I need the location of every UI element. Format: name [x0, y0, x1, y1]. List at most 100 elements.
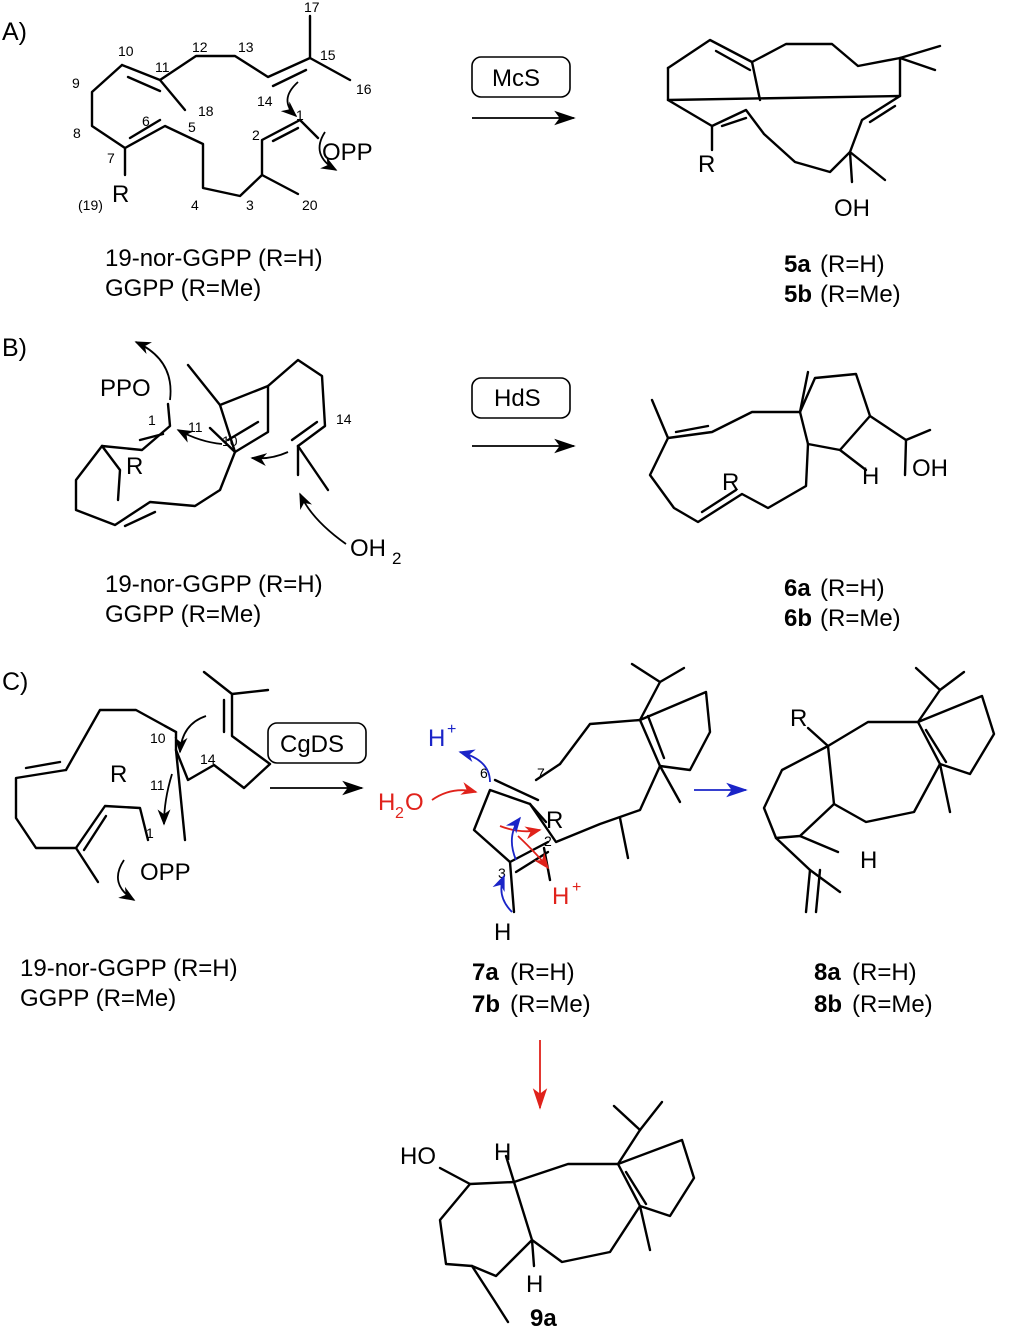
enzyme-label: HdS: [494, 385, 541, 412]
product-6: [648, 370, 932, 524]
hydroxyl: HO: [400, 1143, 436, 1170]
svg-text:H: H: [552, 883, 569, 910]
opp-leaving-group: OPP: [322, 139, 373, 166]
svg-text:(R=Me): (R=Me): [820, 281, 901, 308]
substrate-name: GGPP (R=Me): [105, 601, 261, 628]
substrate-name: 19-nor-GGPP (R=H): [105, 245, 323, 272]
r-group: R: [112, 181, 129, 208]
panel-a-label: A): [2, 18, 27, 46]
product-name: 8b (R=Me): [814, 991, 933, 1018]
svg-text:+: +: [447, 721, 456, 738]
intermediate-name: 7b (R=Me): [472, 991, 591, 1018]
svg-text:10: 10: [150, 730, 166, 746]
curved-arrow: [117, 859, 136, 901]
svg-text:+: +: [572, 879, 581, 896]
product-name: 8a (R=H): [814, 959, 917, 986]
svg-text:2: 2: [395, 805, 404, 822]
ggpp-substrate-c: [14, 670, 272, 884]
svg-text:(19): (19): [78, 197, 103, 213]
substrate-name: GGPP (R=Me): [20, 985, 176, 1012]
opp-leaving-group: OPP: [140, 859, 191, 886]
ggpp-substrate-b: [74, 358, 330, 528]
final-product-name: 9a: [530, 1305, 557, 1332]
proton-blue: H +: [428, 721, 456, 752]
svg-text:(R=Me): (R=Me): [510, 991, 591, 1018]
atom-numbers-c-intermediate: 6 7 2 3: [480, 765, 552, 881]
curved-arrow: [431, 782, 478, 801]
water-nucleophile: OH 2: [350, 535, 401, 568]
svg-text:11: 11: [188, 419, 203, 435]
svg-text:(R=H): (R=H): [510, 959, 575, 986]
product-name: 5b (R=Me): [784, 281, 901, 308]
svg-text:14: 14: [257, 93, 273, 109]
svg-text:11: 11: [155, 59, 170, 75]
product-name: 6a (R=H): [784, 575, 885, 602]
r-group: R: [722, 469, 739, 496]
curved-arrow: [505, 816, 521, 861]
svg-text:8: 8: [73, 125, 81, 141]
hydrogen: H: [494, 919, 511, 946]
svg-text:6: 6: [480, 765, 488, 781]
svg-text:H: H: [378, 789, 395, 816]
svg-text:8b: 8b: [814, 991, 842, 1018]
svg-text:1: 1: [148, 412, 156, 428]
curved-arrow: [517, 835, 549, 870]
svg-text:20: 20: [302, 197, 318, 213]
svg-text:2: 2: [252, 127, 260, 143]
svg-text:8a: 8a: [814, 959, 841, 986]
svg-text:7a: 7a: [472, 959, 499, 986]
svg-text:O: O: [405, 789, 424, 816]
substrate-name: GGPP (R=Me): [105, 275, 261, 302]
enzyme-box: [471, 56, 571, 98]
svg-text:7b: 7b: [472, 991, 500, 1018]
svg-text:3: 3: [246, 197, 254, 213]
intermediate-name: 7a (R=H): [472, 959, 575, 986]
hydrogen: H: [526, 1271, 543, 1298]
curved-arrow: [250, 451, 289, 467]
svg-text:6b: 6b: [784, 605, 812, 632]
svg-text:5a: 5a: [784, 251, 811, 278]
svg-text:H: H: [428, 725, 445, 752]
svg-text:(R=H): (R=H): [820, 575, 885, 602]
svg-text:10: 10: [222, 433, 238, 449]
atom-numbers-c: 1 10 11 14: [146, 730, 216, 841]
svg-text:OH: OH: [350, 535, 386, 562]
r-group: R: [698, 151, 715, 178]
svg-text:12: 12: [192, 39, 208, 55]
r-group: R: [790, 705, 807, 732]
curved-arrow: [299, 492, 347, 545]
r-group: R: [110, 761, 127, 788]
svg-text:16: 16: [356, 81, 372, 97]
curved-arrow: [280, 81, 299, 118]
svg-text:5b: 5b: [784, 281, 812, 308]
svg-text:2: 2: [544, 833, 552, 849]
svg-text:4: 4: [191, 197, 199, 213]
svg-text:7: 7: [107, 150, 115, 166]
curved-arrow: [174, 715, 207, 754]
hydrogen: H: [494, 1139, 511, 1166]
product-name: 5a (R=H): [784, 251, 885, 278]
svg-text:(R=H): (R=H): [852, 959, 917, 986]
enzyme-label: McS: [492, 65, 540, 92]
svg-text:17: 17: [304, 0, 320, 15]
product-8: [762, 666, 996, 914]
enzyme-box: [267, 722, 367, 764]
intermediate-7: [472, 662, 712, 914]
curved-arrow: [458, 749, 491, 783]
svg-text:11: 11: [150, 777, 165, 793]
svg-text:10: 10: [118, 43, 134, 59]
enzyme-box: [471, 377, 571, 419]
enzyme-label: CgDS: [280, 731, 344, 758]
svg-text:(R=Me): (R=Me): [852, 991, 933, 1018]
proton-red: H +: [552, 879, 581, 910]
curved-arrow: [492, 874, 513, 913]
atom-numbers-b: 1 10 11 14: [148, 411, 352, 449]
svg-text:(R=H): (R=H): [820, 251, 885, 278]
svg-text:14: 14: [200, 751, 216, 767]
svg-text:13: 13: [238, 39, 254, 55]
svg-text:18: 18: [198, 103, 214, 119]
substrate-name: 19-nor-GGPP (R=H): [105, 571, 323, 598]
r-group: R: [546, 807, 563, 834]
curved-arrow: [134, 341, 172, 401]
